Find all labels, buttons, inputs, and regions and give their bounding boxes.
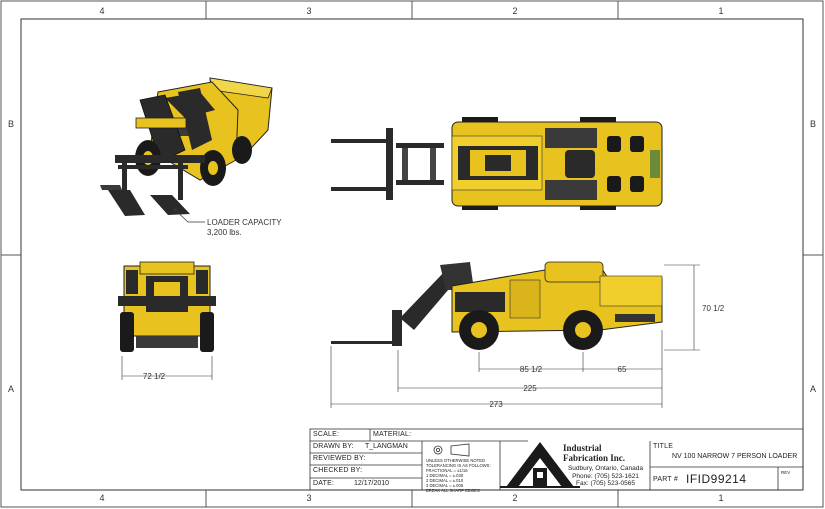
callout-title: LOADER CAPACITY (207, 218, 282, 227)
part-number-value: IFID99214 (686, 472, 747, 486)
company-logo-icon (500, 442, 580, 488)
zone-col-3-top: 3 (306, 6, 311, 16)
dim-wheelbase-text: 85 1/2 (520, 365, 543, 374)
zone-row-b-right: B (810, 119, 816, 129)
dim-height-text: 70 1/2 (702, 304, 725, 313)
company-name-line-1: Industrial (563, 443, 602, 453)
tolerance-note-line: TOLERANCING IS AS FOLLOWS: (426, 463, 491, 468)
tolerance-note-line: 2 DECIMAL = ±.010 (426, 478, 464, 483)
title-block-grid (309, 428, 804, 491)
dim-width-text: 72 1/2 (143, 372, 166, 381)
callout-leader (171, 206, 205, 223)
company-name: Industrial Fabrication Inc. (563, 443, 625, 463)
zone-col-1-bottom: 1 (718, 493, 723, 503)
date-value: 12/17/2010 (354, 480, 390, 487)
side-view (331, 261, 663, 350)
zone-col-4-bottom: 4 (99, 493, 104, 503)
tolerance-note-line: 1 DECIMAL = ±.030 (426, 473, 464, 478)
zone-row-a-left: A (8, 384, 14, 394)
tolerance-note-line: UNLESS OTHERWISE NOTED (426, 458, 486, 463)
company-fax: Fax: (705) 523-0565 (576, 480, 635, 487)
zone-row-a-right: A (810, 384, 816, 394)
projection-symbol-icon (433, 443, 470, 457)
inner-frame (20, 18, 804, 491)
isometric-view (100, 77, 273, 216)
tolerance-note-line: 3 DECIMAL = ±.005 (426, 483, 464, 488)
rev-label: REV (781, 470, 791, 475)
side-dimension-lines (330, 264, 700, 408)
drawn-by-value: T_LANGMAN (365, 443, 408, 450)
zone-col-2-top: 2 (512, 6, 517, 16)
zone-col-2-bottom: 2 (512, 493, 517, 503)
zone-col-4-top: 4 (99, 6, 104, 16)
part-label: PART # (653, 476, 678, 483)
checked-by-label: CHECKED BY: (313, 467, 363, 474)
top-view (331, 117, 663, 210)
tolerance-note-line: BREAK ALL SHARP EDGES (426, 488, 480, 493)
company-phone: Phone: (705) 523-1621 (572, 472, 639, 480)
dim-body-length-text: 225 (523, 384, 537, 393)
callout-arrow (172, 207, 178, 213)
dim-width-lines (121, 356, 213, 380)
scale-label: SCALE: (313, 431, 340, 438)
reviewed-by-label: REVIEWED BY: (313, 455, 366, 462)
dim-rear-overhang-text: 65 (618, 365, 627, 374)
date-label: DATE: (313, 480, 335, 487)
company-city: Sudbury, Ontario, Canada (567, 465, 644, 472)
zone-col-3-bottom: 3 (306, 493, 311, 503)
dim-overall-length-text: 273 (489, 400, 503, 409)
zone-row-b-left: B (8, 119, 14, 129)
material-label: MATERIAL: (373, 431, 412, 438)
drawn-by-label: DRAWN BY: (313, 443, 354, 450)
tolerance-note-line: FRACTIONAL = ±1/16 (426, 468, 468, 473)
title-label: TITLE (653, 443, 674, 450)
tolerance-notes: UNLESS OTHERWISE NOTED TOLERANCING IS AS… (426, 458, 498, 493)
company-contact: Sudbury, Ontario, Canada Phone: (705) 52… (563, 465, 648, 488)
callout-value: 3,200 lbs. (207, 228, 242, 237)
company-name-line-2: Fabrication Inc. (563, 453, 625, 463)
title-value: NV 100 NARROW 7 PERSON LOADER (672, 453, 798, 460)
zone-col-1-top: 1 (718, 6, 723, 16)
front-view (118, 261, 216, 352)
